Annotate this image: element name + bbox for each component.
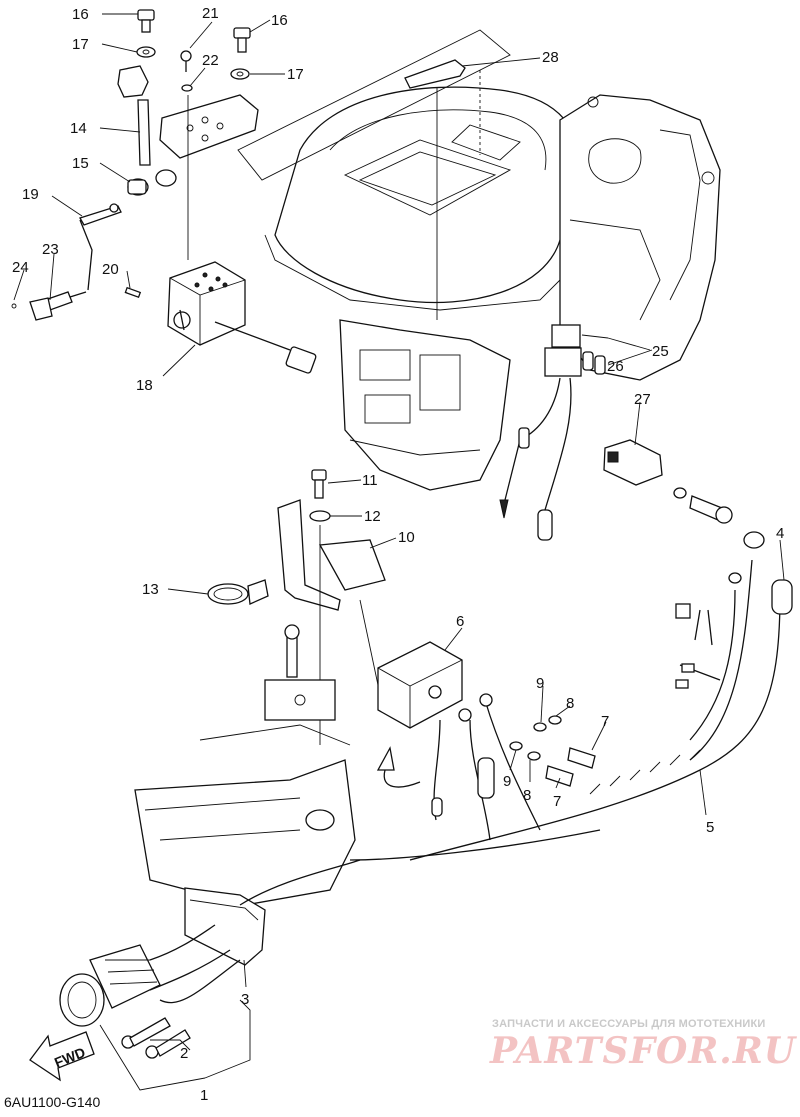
main-switch-1 [59, 924, 241, 1059]
engine-assembly [264, 70, 721, 491]
callout-28: 28 [542, 49, 559, 66]
callout-10: 10 [398, 529, 415, 546]
callout-23: 23 [42, 241, 59, 258]
callout-24: 24 [12, 259, 29, 276]
callout-8-lower: 8 [523, 787, 531, 804]
callout-20: 20 [102, 261, 119, 278]
callout-19: 19 [22, 186, 39, 203]
callout-7-upper: 7 [601, 713, 609, 730]
callout-17-right: 17 [287, 66, 304, 83]
regulator-6 [376, 641, 463, 821]
switch-box-18 [167, 95, 317, 374]
callout-3: 3 [241, 991, 249, 1008]
callout-16-left: 16 [72, 6, 89, 23]
clamp-14 [117, 65, 177, 187]
callout-27: 27 [634, 391, 651, 408]
callout-labels: 1 2 3 4 5 6 7 7 8 8 9 9 10 11 12 13 14 1… [12, 5, 784, 1104]
callout-1: 1 [200, 1087, 208, 1104]
callout-4: 4 [776, 525, 784, 542]
connector-25-26 [499, 324, 606, 541]
wire-23-24 [11, 291, 87, 321]
callout-2: 2 [180, 1045, 188, 1062]
relay-27 [603, 439, 733, 524]
lower-casing [134, 624, 356, 906]
diagram-reference-code: 6AU1100-G140 [4, 1094, 101, 1110]
leader-lines [13, 13, 785, 1091]
callout-6: 6 [456, 613, 464, 630]
callout-15: 15 [72, 155, 89, 172]
wire-harness [349, 531, 793, 861]
mounting-plate [159, 94, 259, 159]
clip-28 [404, 59, 466, 89]
callout-14: 14 [70, 120, 87, 137]
callout-16-right: 16 [271, 12, 288, 29]
callout-9-upper: 9 [536, 675, 544, 692]
callout-21: 21 [202, 5, 219, 22]
bolts-and-washers [136, 9, 251, 92]
callout-12: 12 [364, 508, 381, 525]
bolts-7-8-9 [509, 715, 596, 787]
pin-20 [124, 286, 142, 299]
callout-11: 11 [362, 472, 378, 489]
callout-17-left: 17 [72, 36, 89, 53]
callout-22: 22 [202, 52, 219, 69]
fwd-arrow: FWD [29, 1031, 95, 1082]
bracket-assembly [207, 469, 386, 745]
grommet-3 [184, 859, 361, 966]
callout-9-lower: 9 [503, 773, 511, 790]
callout-25: 25 [652, 343, 669, 360]
watermark-logo: PARTSFOR.RU [490, 1030, 797, 1072]
rod-19 [79, 203, 122, 291]
callout-26: 26 [607, 358, 624, 375]
callout-18: 18 [136, 377, 153, 394]
callout-13: 13 [142, 581, 159, 598]
callout-7-lower: 7 [553, 793, 561, 810]
callout-5: 5 [706, 819, 714, 836]
grommet-15 [127, 178, 149, 196]
callout-8-upper: 8 [566, 695, 574, 712]
guide-lines [237, 29, 511, 181]
watermark-tagline: ЗАПЧАСТИ И АКСЕССУАРЫ ДЛЯ МОТОТЕХНИКИ [492, 1018, 766, 1030]
